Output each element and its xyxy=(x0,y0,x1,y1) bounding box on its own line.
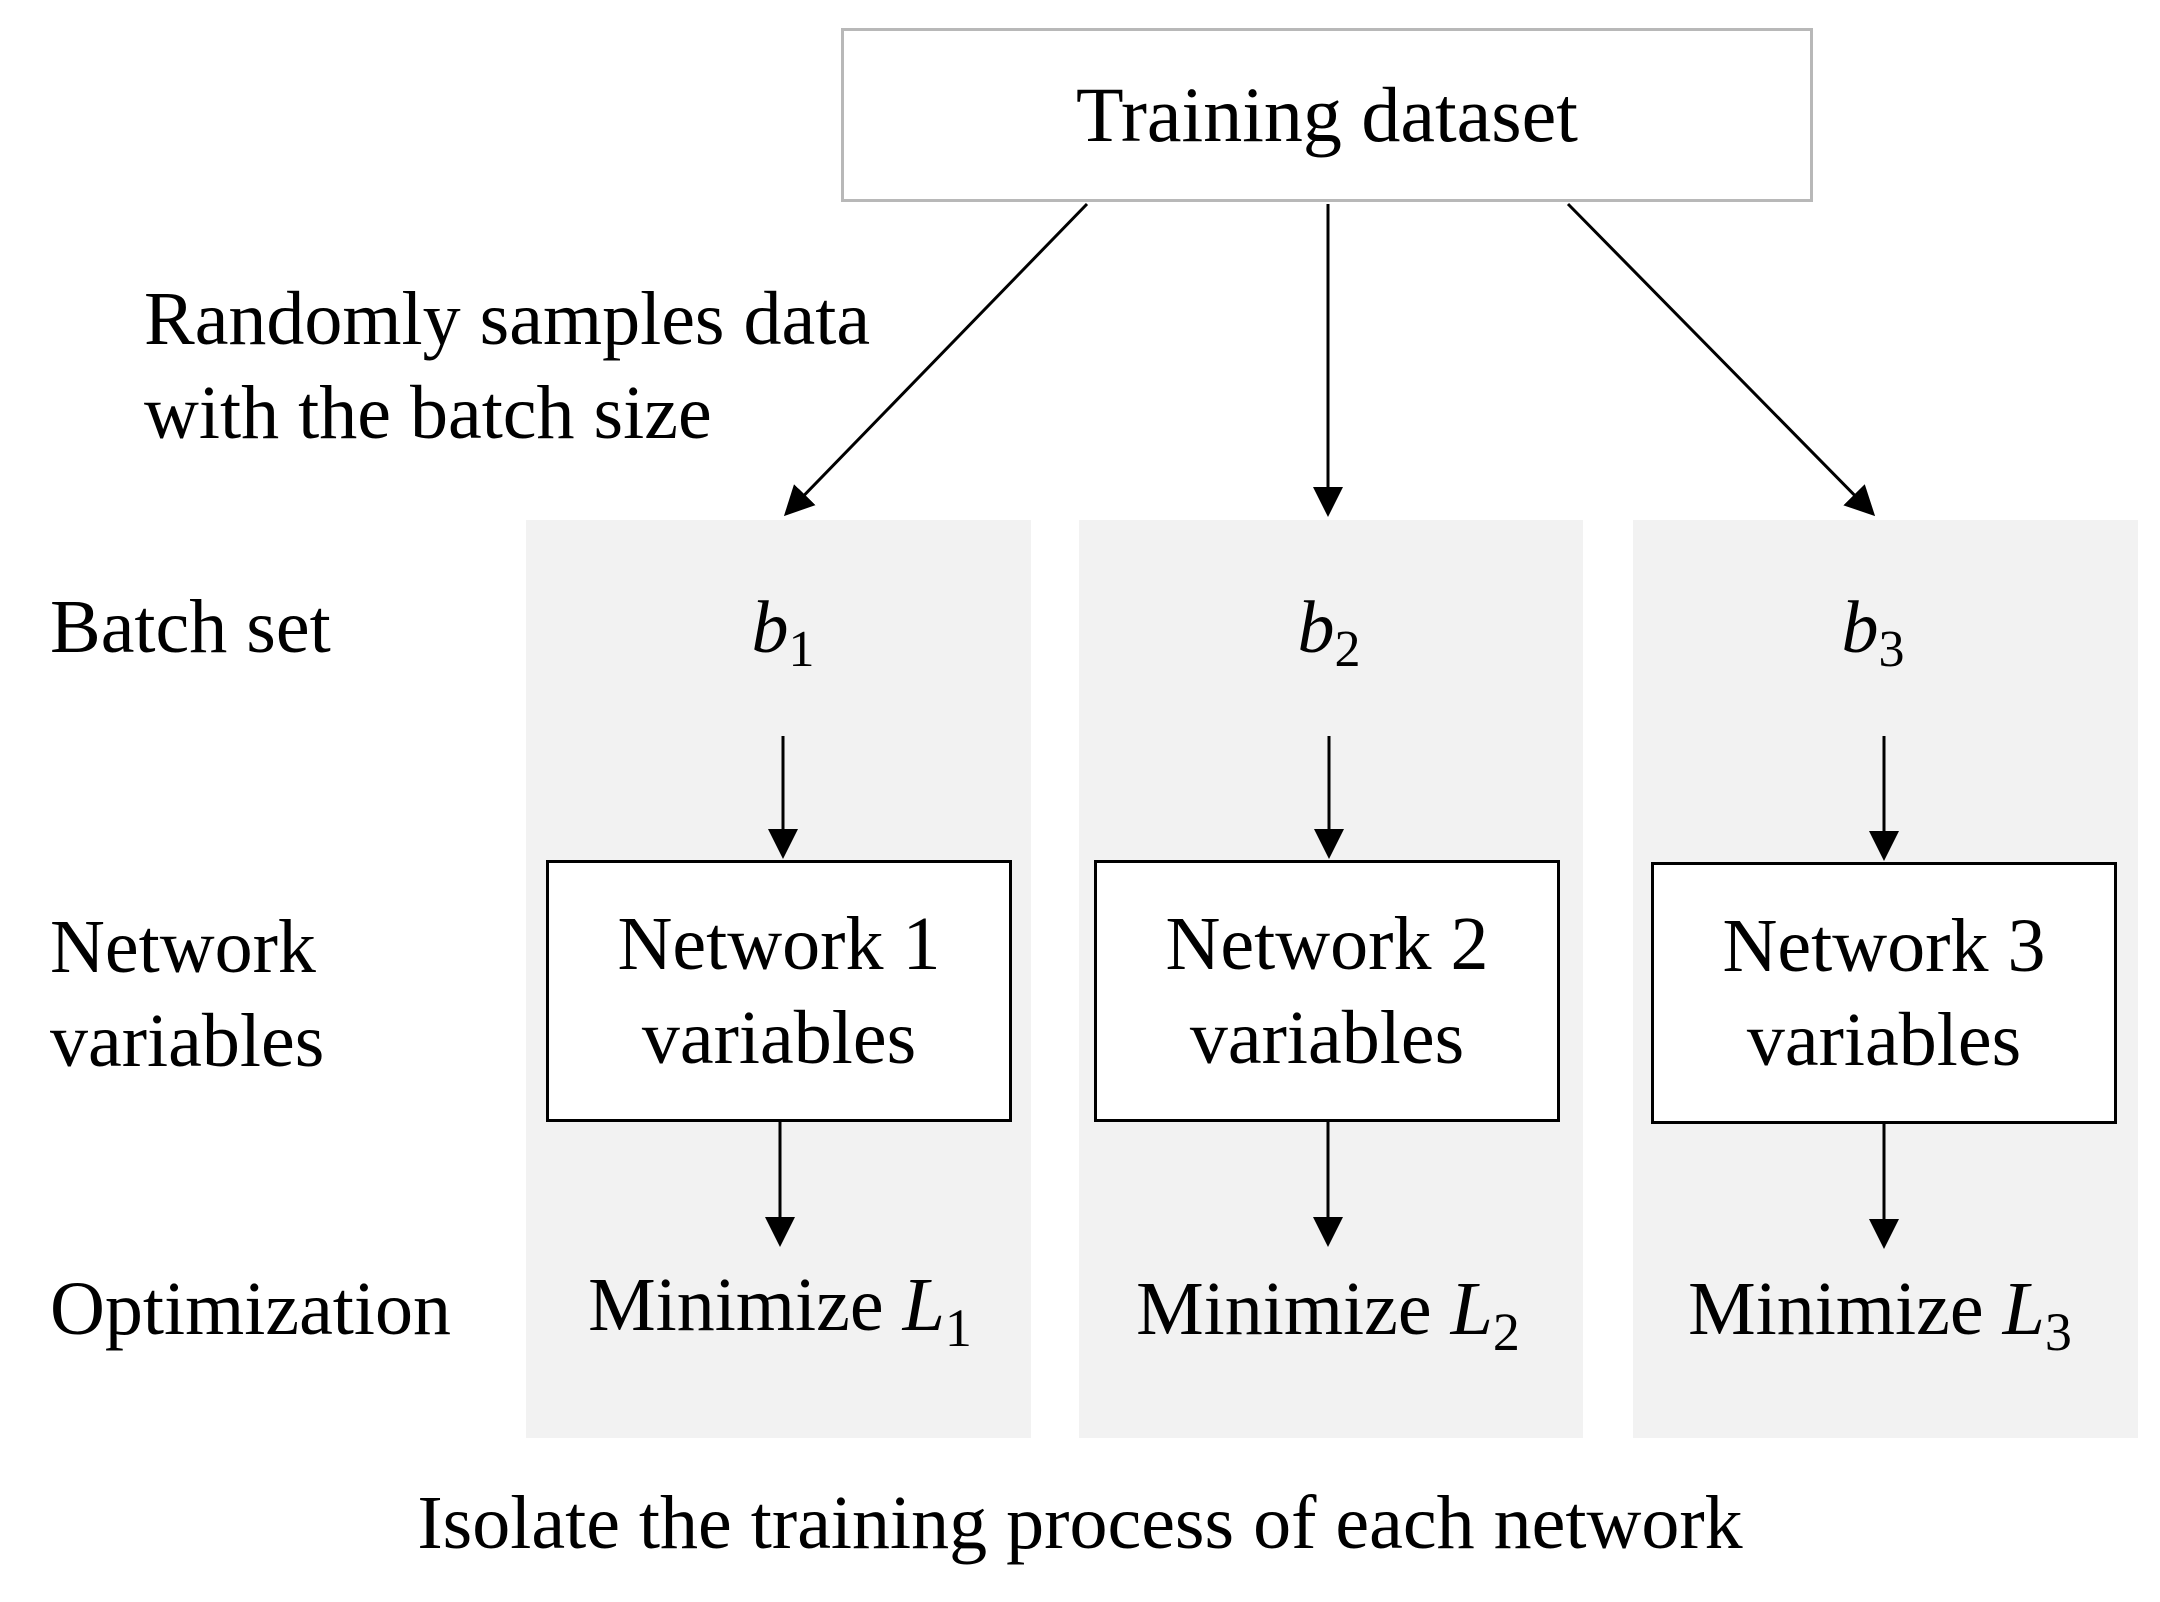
batch-symbol-2-index: 2 xyxy=(1334,621,1361,678)
network-box-2-line2: variables xyxy=(1189,996,1465,1080)
sampling-label-line2: with the batch size xyxy=(144,371,712,455)
network-box-1-line2: variables xyxy=(641,996,917,1080)
batch-symbol-2: b2 xyxy=(1229,586,1429,679)
network-box-3: Network 3 variables xyxy=(1651,862,2117,1124)
minimize-label-1-loss: L xyxy=(902,1263,945,1347)
network-box-2-line1: Network 2 xyxy=(1165,902,1489,986)
row-label-network-variables-line1: Network xyxy=(50,905,316,989)
minimize-label-3-text: Minimize xyxy=(1688,1267,2003,1351)
sampling-label-line1: Randomly samples data xyxy=(144,277,871,361)
batch-symbol-3: b3 xyxy=(1773,586,1973,679)
network-box-1: Network 1 variables xyxy=(546,860,1012,1122)
minimize-label-2-text: Minimize xyxy=(1136,1267,1451,1351)
minimize-label-3-loss: L xyxy=(2002,1267,2045,1351)
row-label-network-variables-line2: variables xyxy=(50,999,325,1083)
arrow-dataset-to-b3 xyxy=(1566,202,1876,517)
minimize-label-1-text: Minimize xyxy=(588,1263,903,1347)
minimize-label-1: Minimize L1 xyxy=(530,1262,1030,1359)
row-label-network-variables: Network variables xyxy=(50,900,324,1088)
network-box-3-line1: Network 3 xyxy=(1722,904,2046,988)
minimize-label-2-index: 2 xyxy=(1492,1302,1520,1362)
training-dataset-label: Training dataset xyxy=(1076,71,1578,158)
network-box-3-line2: variables xyxy=(1746,998,2022,1082)
row-label-optimization: Optimization xyxy=(50,1267,452,1351)
minimize-label-2: Minimize L2 xyxy=(1078,1266,1578,1363)
minimize-label-2-loss: L xyxy=(1450,1267,1493,1351)
row-label-batch-set: Batch set xyxy=(50,585,331,669)
arrow-dataset-to-b1 xyxy=(783,202,1089,517)
batch-symbol-1: b1 xyxy=(683,586,883,679)
batch-symbol-3-index: 3 xyxy=(1878,621,1905,678)
minimize-label-3-index: 3 xyxy=(2044,1302,2072,1362)
batch-symbol-3-letter: b xyxy=(1841,587,1879,669)
batch-symbol-1-letter: b xyxy=(751,587,789,669)
training-dataset-box: Training dataset xyxy=(841,28,1813,202)
batch-symbol-1-index: 1 xyxy=(788,621,815,678)
caption: Isolate the training process of each net… xyxy=(417,1481,1743,1565)
minimize-label-3: Minimize L3 xyxy=(1630,1266,2130,1363)
sampling-label: Randomly samples data with the batch siz… xyxy=(144,272,870,460)
minimize-label-1-index: 1 xyxy=(944,1298,972,1358)
batch-symbol-2-letter: b xyxy=(1297,587,1335,669)
network-box-1-line1: Network 1 xyxy=(617,902,941,986)
network-box-2: Network 2 variables xyxy=(1094,860,1560,1122)
